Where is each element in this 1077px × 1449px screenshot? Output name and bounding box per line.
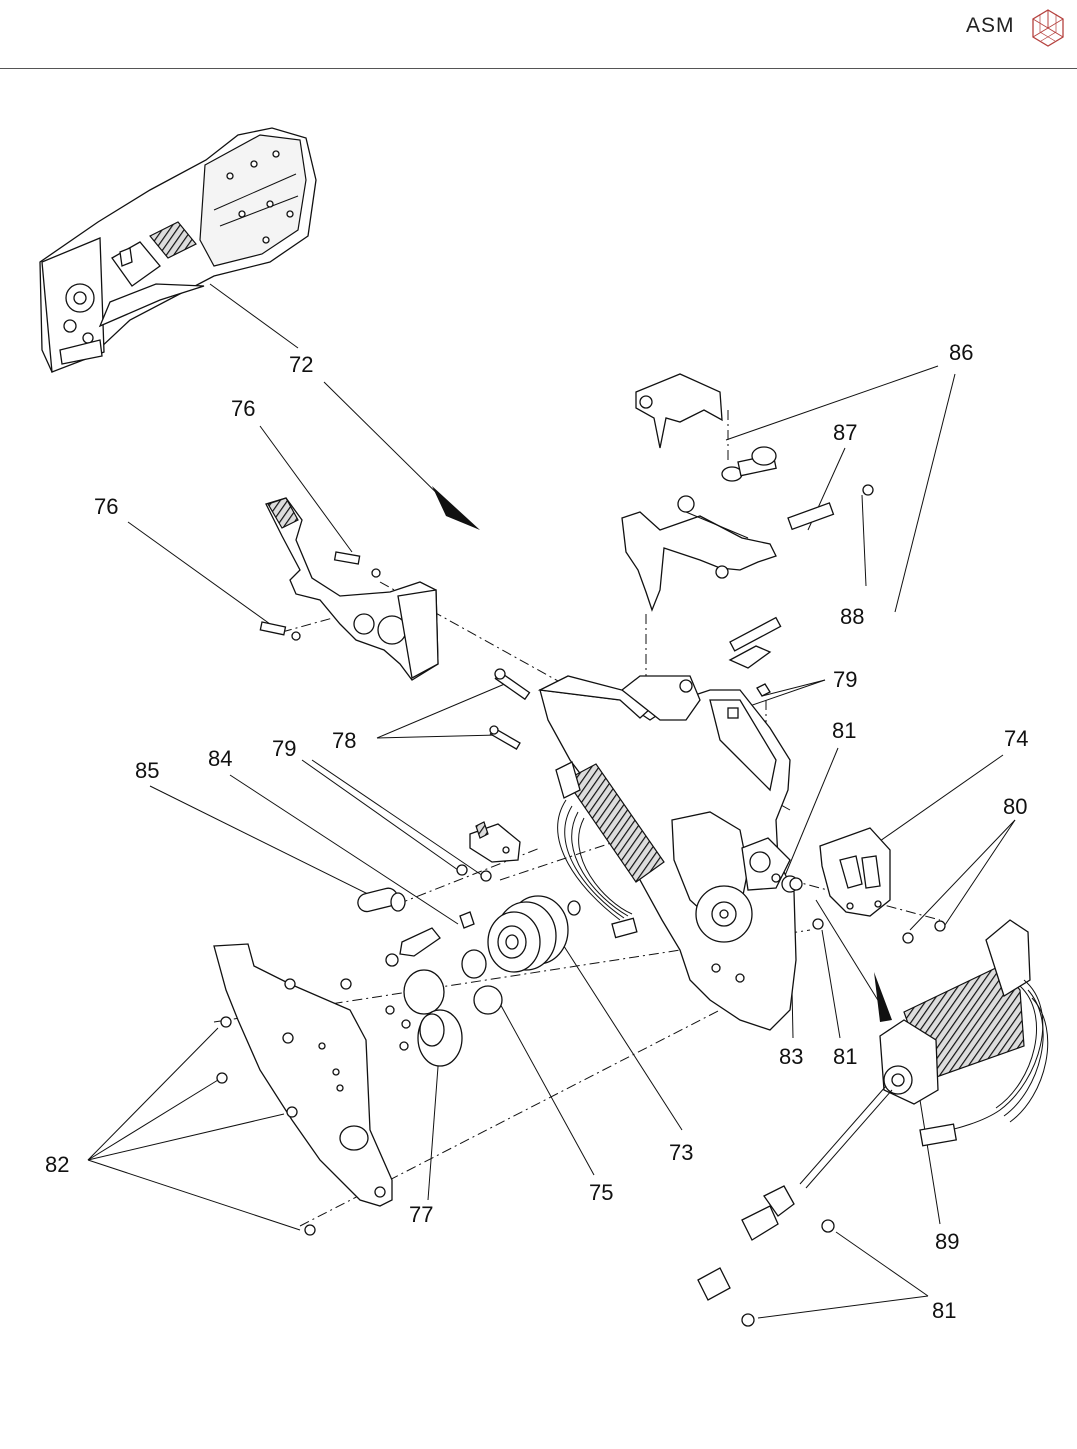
callout-83: 83: [779, 1044, 803, 1069]
callout-78: 78: [332, 728, 356, 753]
callout-76: 76: [94, 494, 118, 519]
callout-74: 74: [1004, 726, 1028, 751]
leader-lines: [88, 284, 1015, 1318]
side-plate: [214, 944, 392, 1235]
callout-73: 73: [669, 1140, 693, 1165]
callout-79: 79: [272, 736, 296, 761]
lever-assembly-76: [260, 498, 438, 680]
bracket-74: [790, 828, 945, 943]
feeder-overview: [40, 128, 316, 372]
callout-80: 80: [1003, 794, 1027, 819]
callout-84: 84: [208, 746, 232, 771]
callout-76: 76: [231, 396, 255, 421]
callout-88: 88: [840, 604, 864, 629]
callout-77: 77: [409, 1202, 433, 1227]
callout-81: 81: [832, 718, 856, 743]
callout-81: 81: [932, 1298, 956, 1323]
callout-82: 82: [45, 1152, 69, 1177]
callout-81: 81: [833, 1044, 857, 1069]
arrowhead: [874, 972, 892, 1022]
callout-72: 72: [289, 352, 313, 377]
drive-components: [404, 896, 580, 1066]
callout-85: 85: [135, 758, 159, 783]
callout-87: 87: [833, 420, 857, 445]
callout-86: 86: [949, 340, 973, 365]
callout-75: 75: [589, 1180, 613, 1205]
callout-89: 89: [935, 1229, 959, 1254]
bracket-assembly-86: [622, 374, 873, 610]
sensor-board: [457, 822, 520, 881]
arrowhead: [432, 486, 480, 530]
callout-labels: 72 76 76 86 87 88 79 78 81 74 85 84 79 8…: [45, 340, 1028, 1323]
callout-79: 79: [833, 667, 857, 692]
